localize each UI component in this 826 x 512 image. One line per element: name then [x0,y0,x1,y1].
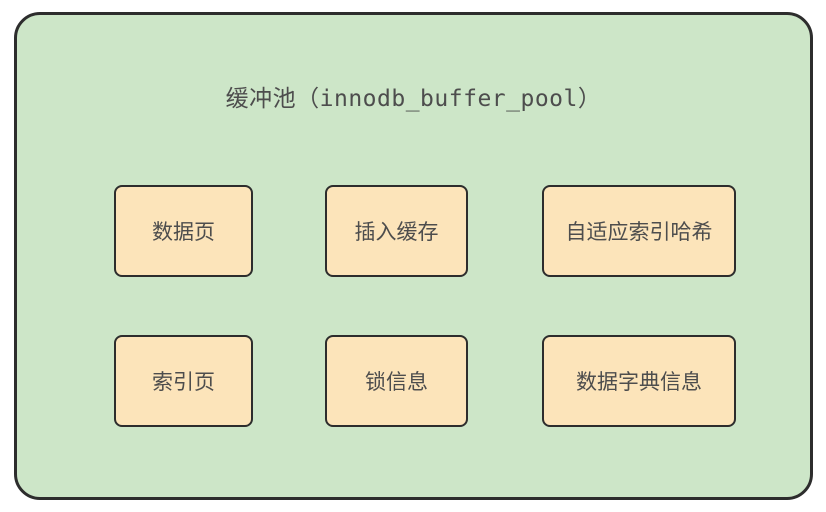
box-index-pages: 索引页 [114,335,253,427]
box-insert-buffer-label: 插入缓存 [354,221,439,244]
box-data-dictionary-info-label: 数据字典信息 [576,371,702,394]
box-data-pages: 数据页 [114,185,253,277]
box-lock-info-label: 锁信息 [365,371,428,394]
box-lock-info: 锁信息 [325,335,468,427]
box-adaptive-hash-index: 自适应索引哈希 [542,185,736,277]
box-data-pages-label: 数据页 [152,221,215,244]
box-data-dictionary-info: 数据字典信息 [542,335,736,427]
buffer-pool-container: 缓冲池（innodb_buffer_pool） 数据页 插入缓存 自适应索引哈希… [14,12,813,500]
box-index-pages-label: 索引页 [152,371,215,394]
box-insert-buffer: 插入缓存 [325,185,468,277]
box-adaptive-hash-index-label: 自适应索引哈希 [565,221,713,244]
diagram-title: 缓冲池（innodb_buffer_pool） [225,86,602,112]
